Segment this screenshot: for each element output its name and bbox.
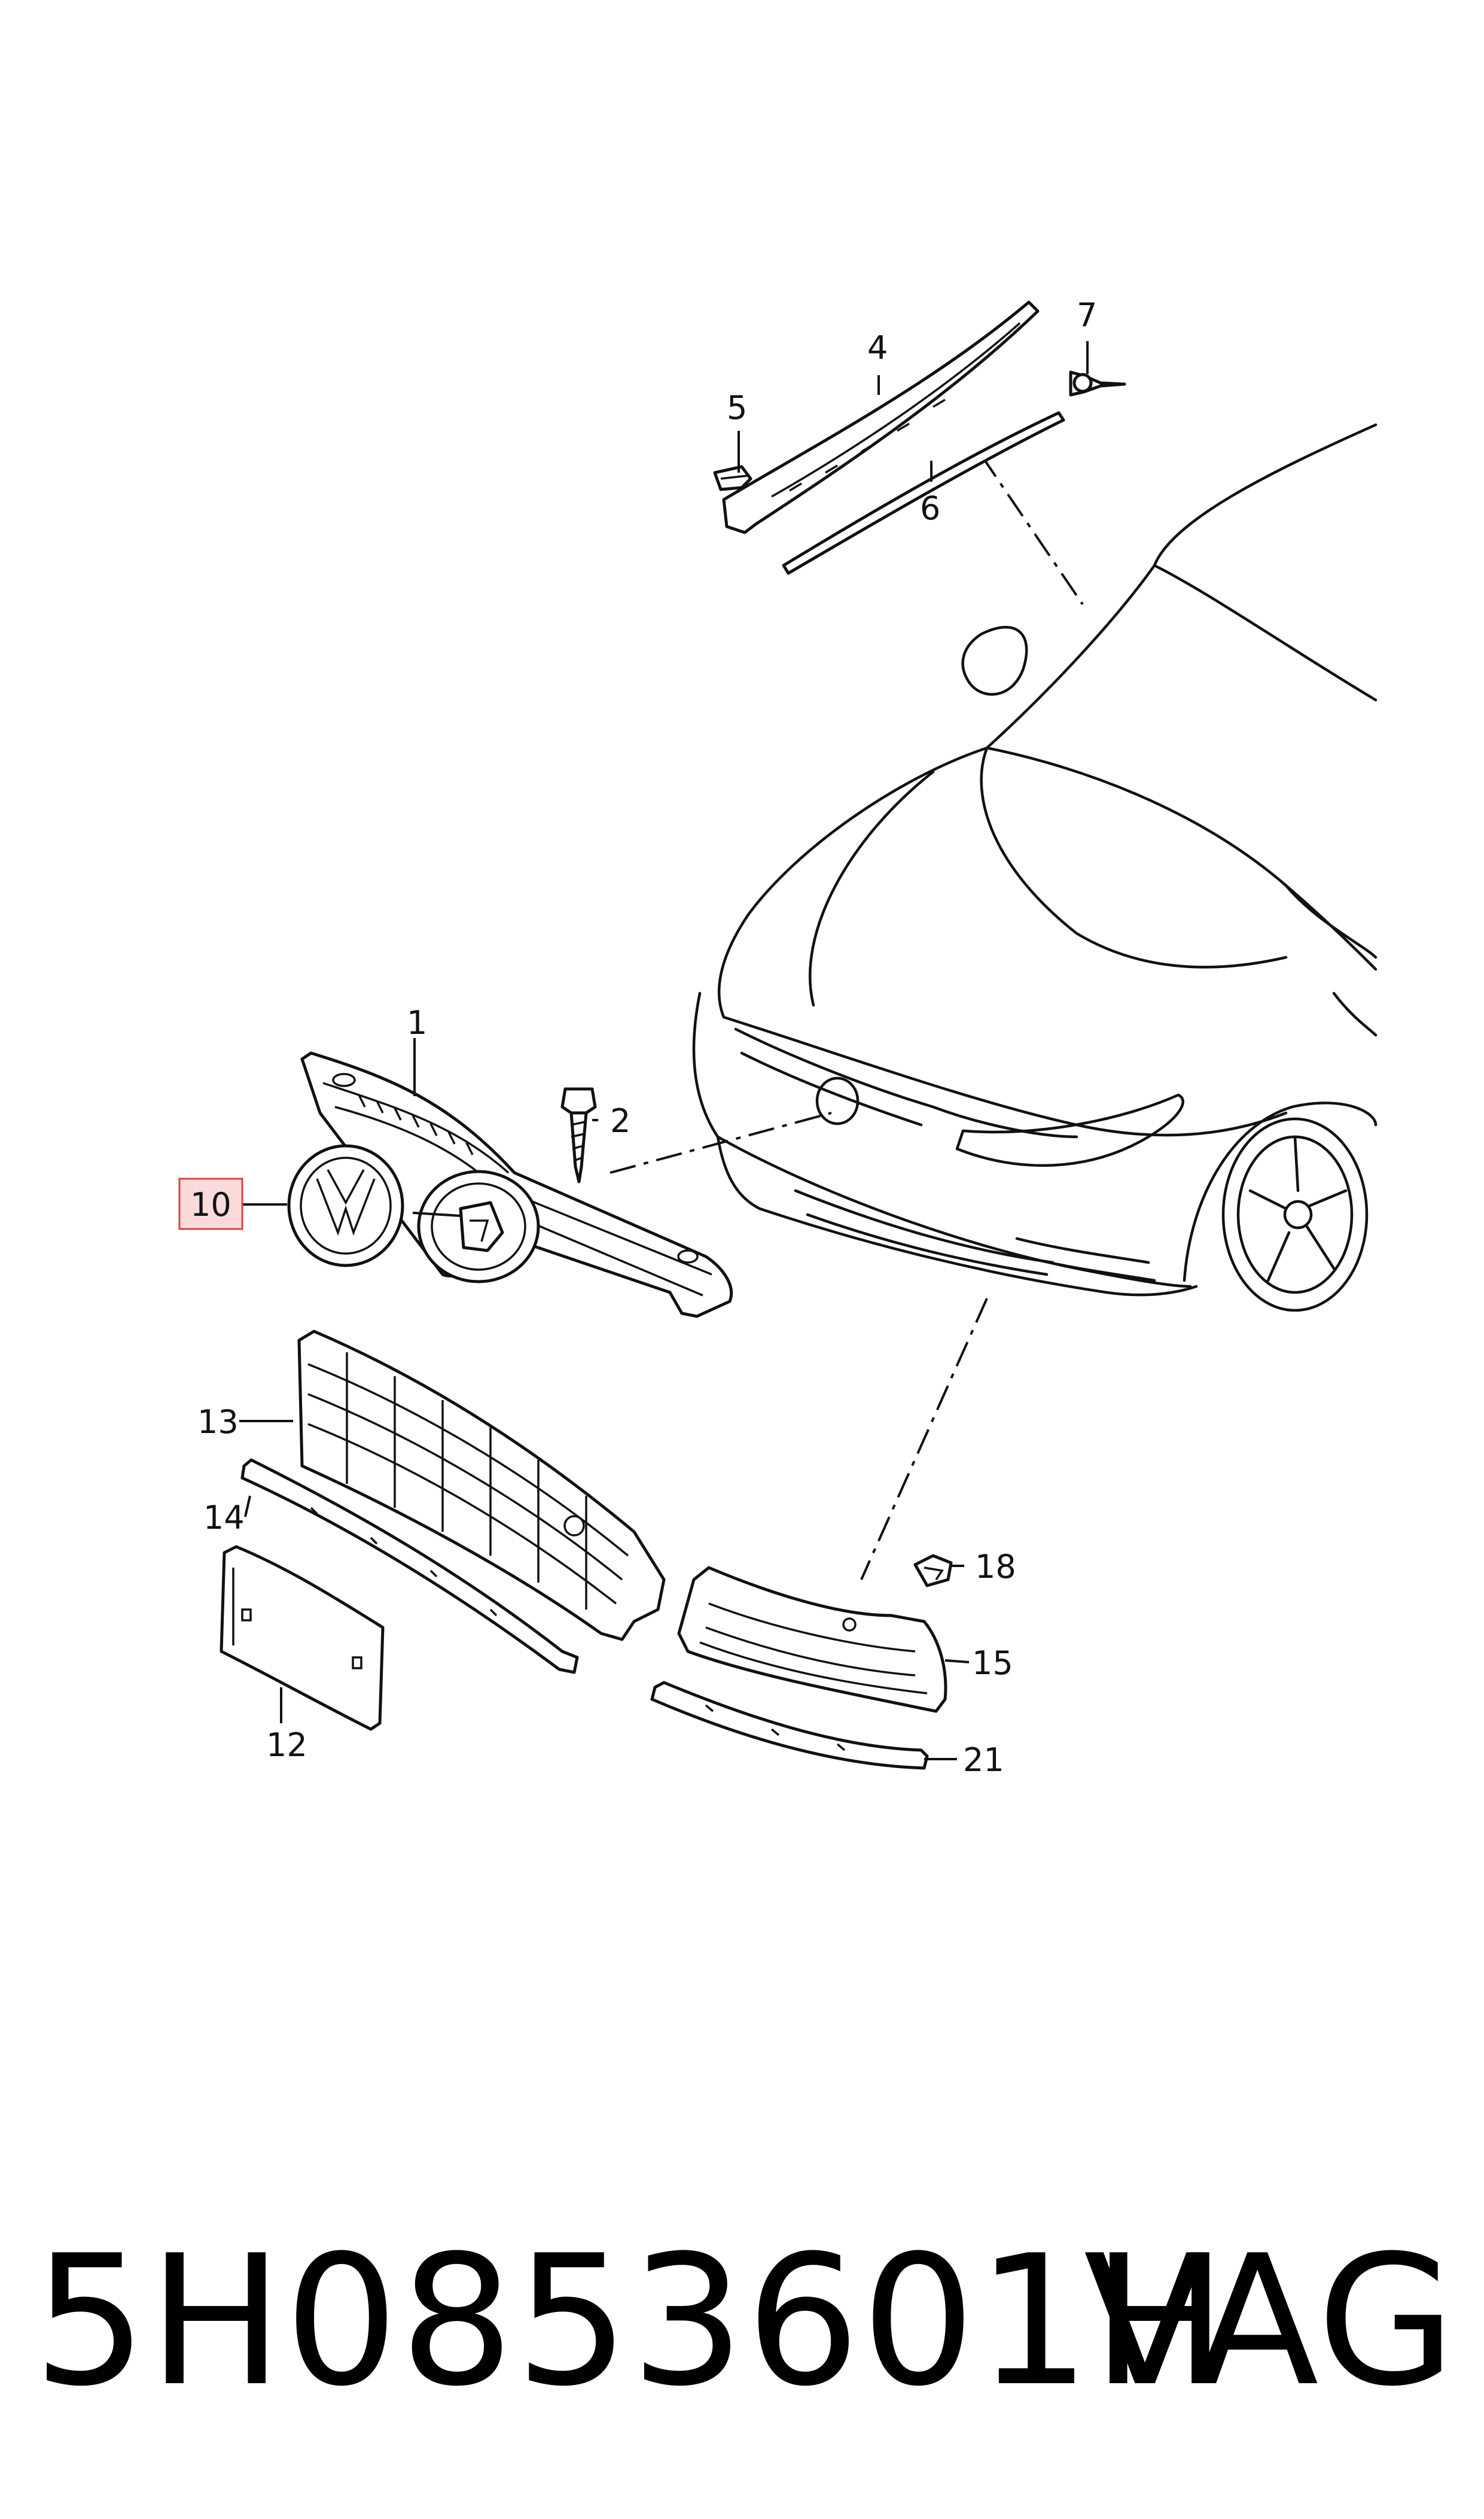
callout-5: 5 [727,389,747,427]
callout-labels: 1 2 4 5 6 7 10 12 13 14 15 18 21 [178,296,1097,1779]
part-15-side-insert [677,1566,947,1713]
callout-15: 15 [972,1644,1013,1682]
callout-4: 4 [867,329,888,367]
footer: 5H0853601H VAG [0,2214,1484,2429]
part-14-trim-strip [240,1458,579,1674]
callout-12: 12 [266,1726,307,1764]
reference-lines [610,454,1084,1580]
part-21-lower-trim [650,1681,929,1770]
part-7-rivet [1069,370,1126,397]
callout-1: 1 [407,1004,427,1042]
callout-6: 6 [920,489,940,527]
part-1-upper-grille [300,1051,733,1318]
part-4-windshield-trim [722,300,1040,534]
part-6-seal [782,411,1065,575]
leader-lines [239,341,1089,1760]
part-number: 5H0853601H [33,2217,1229,2426]
callout-7: 7 [1077,296,1097,334]
callout-13: 13 [197,1403,239,1441]
part-2-screw [560,1087,597,1184]
part-18-clip-nut [913,1554,953,1587]
car-front-outline [692,423,1378,1312]
callout-10: 10 [190,1186,231,1224]
part-10-emblem [287,1144,404,1267]
part-12-plate-holder [220,1545,385,1731]
part-13-lower-grille [297,1330,666,1641]
callout-14: 14 [203,1499,245,1537]
callout-18: 18 [975,1548,1016,1586]
callout-2: 2 [610,1102,630,1140]
part-5-clip [713,465,752,491]
callout-10-highlight [178,1178,243,1230]
callout-21: 21 [963,1741,1004,1779]
brand-label: VAG [1083,2217,1457,2426]
